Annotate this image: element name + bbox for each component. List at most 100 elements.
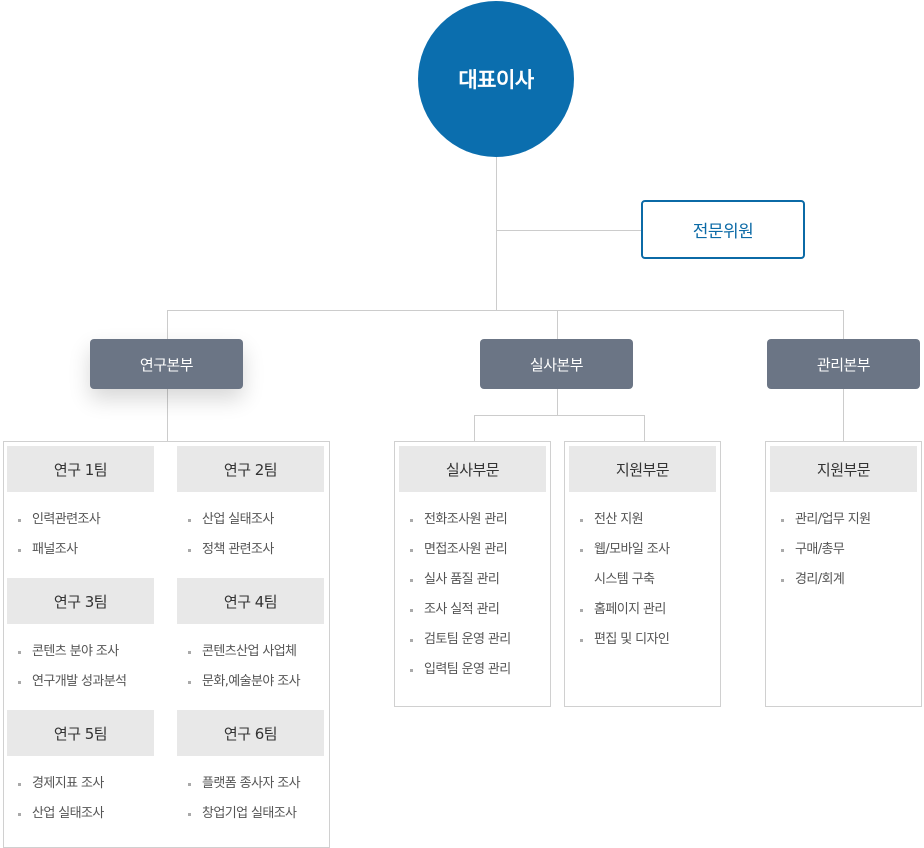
division-research[interactable]: 연구본부	[90, 339, 243, 389]
bullet-icon	[18, 519, 21, 522]
team-label: 연구 4팀	[223, 592, 278, 611]
bullet-icon	[410, 579, 413, 582]
team-header[interactable]: 실사부문	[399, 446, 546, 492]
duty-item: 시스템 구축	[580, 565, 669, 595]
duty-item: 경리/회계	[781, 565, 870, 595]
duty-item: 면접조사원 관리	[410, 535, 511, 565]
duty-text: 패널조사	[32, 542, 78, 557]
connector-survey-left	[474, 415, 475, 441]
team-label: 연구 2팀	[223, 460, 278, 479]
connector-research-teams	[167, 389, 168, 441]
team-header[interactable]: 지원부문	[569, 446, 716, 492]
duty-item: 패널조사	[18, 535, 100, 565]
research-teams-panel	[3, 441, 330, 848]
duty-item: 검토팀 운영 관리	[410, 625, 511, 655]
bullet-icon	[18, 783, 21, 786]
division-survey[interactable]: 실사본부	[480, 339, 633, 389]
bullet-icon	[580, 519, 583, 522]
ceo-node[interactable]: 대표이사	[418, 1, 574, 157]
connector-admin-teams	[843, 389, 844, 441]
connector-advisor	[496, 230, 641, 231]
bullet-icon	[188, 519, 191, 522]
team-label: 실사부문	[445, 460, 500, 479]
bullet-icon	[188, 651, 191, 654]
duty-item: 웹/모바일 조사	[580, 535, 670, 565]
duty-text: 연구개발 성과분석	[32, 674, 127, 689]
duty-item: 플랫폼 종사자 조사	[188, 769, 301, 799]
duty-text: 조사 실적 관리	[424, 602, 500, 617]
bullet-icon	[18, 549, 21, 552]
duty-text: 면접조사원 관리	[424, 542, 508, 557]
bullet-icon	[410, 549, 413, 552]
duty-text: 정책 관련조사	[202, 542, 274, 557]
duty-item: 관리/업무 지원	[781, 505, 871, 535]
duty-item: 경제지표 조사	[18, 769, 104, 799]
advisor-node[interactable]: 전문위원	[641, 200, 805, 259]
duty-text: 웹/모바일 조사	[594, 542, 670, 557]
bullet-icon	[781, 549, 784, 552]
duty-text: 산업 실태조사	[202, 512, 274, 527]
duty-text: 문화,예술분야 조사	[202, 674, 301, 689]
team-header[interactable]: 연구 1팀	[7, 446, 154, 492]
duty-text: 플랫폼 종사자 조사	[202, 776, 301, 791]
duty-text: 시스템 구축	[594, 572, 655, 587]
duty-text: 인력관련조사	[32, 512, 101, 527]
connector-divisions-bar	[167, 310, 844, 311]
team-header[interactable]: 연구 6팀	[177, 710, 324, 756]
bullet-icon	[188, 681, 191, 684]
duty-text: 입력팀 운영 관리	[424, 662, 511, 677]
team-label: 연구 1팀	[53, 460, 108, 479]
duty-text: 실사 품질 관리	[424, 572, 500, 587]
division-admin[interactable]: 관리본부	[767, 339, 920, 389]
division-label: 관리본부	[816, 355, 871, 374]
team-label: 연구 3팀	[53, 592, 108, 611]
duty-text: 관리/업무 지원	[795, 512, 871, 527]
duty-item: 정책 관련조사	[188, 535, 274, 565]
connector-admin-down	[843, 310, 844, 339]
team-header[interactable]: 지원부문	[770, 446, 917, 492]
duty-item: 입력팀 운영 관리	[410, 655, 511, 685]
duty-item: 창업기업 실태조사	[188, 799, 300, 829]
duty-text: 경제지표 조사	[32, 776, 104, 791]
duty-item: 문화,예술분야 조사	[188, 667, 301, 697]
duty-item: 산업 실태조사	[188, 505, 274, 535]
bullet-icon	[580, 609, 583, 612]
division-label: 연구본부	[139, 355, 194, 374]
team-header[interactable]: 연구 3팀	[7, 578, 154, 624]
bullet-icon	[18, 813, 21, 816]
bullet-icon	[580, 639, 583, 642]
connector-survey-bar	[474, 415, 645, 416]
duty-item: 콘텐츠산업 사업체	[188, 637, 300, 667]
connector-survey-split	[557, 389, 558, 415]
bullet-icon	[781, 519, 784, 522]
duty-item: 편집 및 디자인	[580, 625, 670, 655]
team-label: 연구 5팀	[53, 724, 108, 743]
bullet-icon	[410, 639, 413, 642]
bullet-icon	[580, 549, 583, 552]
duty-item: 전산 지원	[580, 505, 669, 535]
bullet-icon	[188, 813, 191, 816]
duty-item: 조사 실적 관리	[410, 595, 511, 625]
bullet-icon	[410, 609, 413, 612]
duty-text: 전화조사원 관리	[424, 512, 508, 527]
team-label: 지원부문	[816, 460, 871, 479]
duty-item: 산업 실태조사	[18, 799, 104, 829]
bullet-icon	[410, 519, 413, 522]
duty-item: 콘텐츠 분야 조사	[18, 637, 126, 667]
duty-item: 홈페이지 관리	[580, 595, 669, 625]
duty-item: 실사 품질 관리	[410, 565, 511, 595]
team-header[interactable]: 연구 4팀	[177, 578, 324, 624]
duty-text: 산업 실태조사	[32, 806, 104, 821]
bullet-icon	[188, 549, 191, 552]
team-header[interactable]: 연구 5팀	[7, 710, 154, 756]
team-header[interactable]: 연구 2팀	[177, 446, 324, 492]
duty-text: 창업기업 실태조사	[202, 806, 297, 821]
